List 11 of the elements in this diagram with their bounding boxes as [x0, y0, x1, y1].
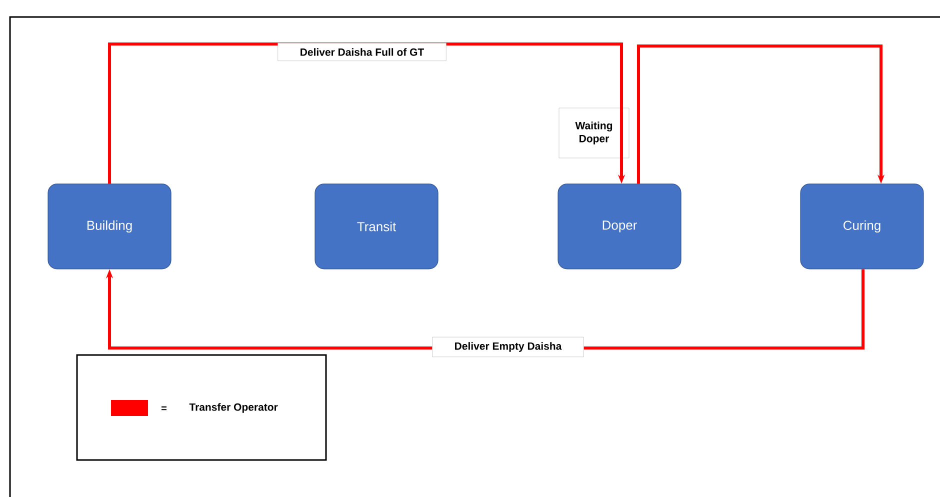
process-box: Transit — [314, 184, 438, 270]
process-box: Doper — [558, 184, 682, 270]
process-box: Curing — [800, 184, 924, 270]
edge-label: Deliver Daisha Full of GT — [278, 42, 446, 62]
arrow — [108, 42, 626, 184]
process-box: Building — [48, 184, 172, 270]
equals-sign: = — [162, 406, 167, 410]
legend-text: Transfer Operator — [189, 403, 278, 413]
edge-label: Deliver Empty Daisha — [432, 336, 584, 358]
arrow — [637, 44, 885, 184]
callout-box: Waiting Doper — [558, 108, 630, 158]
